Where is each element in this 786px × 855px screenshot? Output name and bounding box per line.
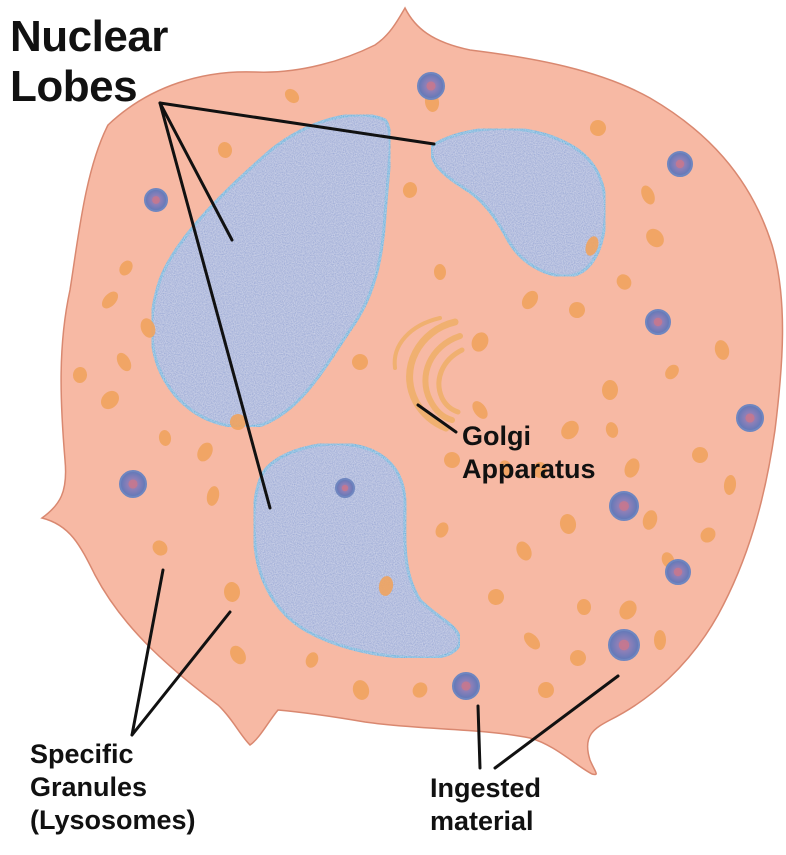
label-granules-line2: Granules — [30, 771, 196, 804]
ingested-particle — [668, 152, 692, 176]
label-granules-line1: Specific — [30, 738, 196, 771]
label-granules-line3: (Lysosomes) — [30, 804, 196, 837]
label-nuclear-lobes-line2: Lobes — [10, 62, 168, 112]
label-nuclear-lobes: Nuclear Lobes — [10, 12, 168, 112]
ingested-particle — [145, 189, 167, 211]
ingested-particle — [666, 560, 690, 584]
ingested-particle — [336, 479, 354, 497]
label-ingested-line1: Ingested — [430, 772, 541, 805]
label-ingested-line2: material — [430, 805, 541, 838]
pointer-ingested-1 — [478, 706, 480, 768]
label-golgi-line2: Apparatus — [462, 453, 596, 486]
specific-granule — [654, 630, 666, 650]
label-nuclear-lobes-line1: Nuclear — [10, 12, 168, 62]
label-golgi-apparatus: Golgi Apparatus — [462, 420, 596, 486]
ingested-particle — [737, 405, 763, 431]
label-specific-granules: Specific Granules (Lysosomes) — [30, 738, 196, 837]
ingested-particle — [120, 471, 146, 497]
ingested-particle — [646, 310, 670, 334]
ingested-particle — [609, 630, 639, 660]
ingested-particle — [418, 73, 444, 99]
label-golgi-line1: Golgi — [462, 420, 596, 453]
ingested-particle — [610, 492, 638, 520]
ingested-particle — [453, 673, 479, 699]
label-ingested-material: Ingested material — [430, 772, 541, 838]
